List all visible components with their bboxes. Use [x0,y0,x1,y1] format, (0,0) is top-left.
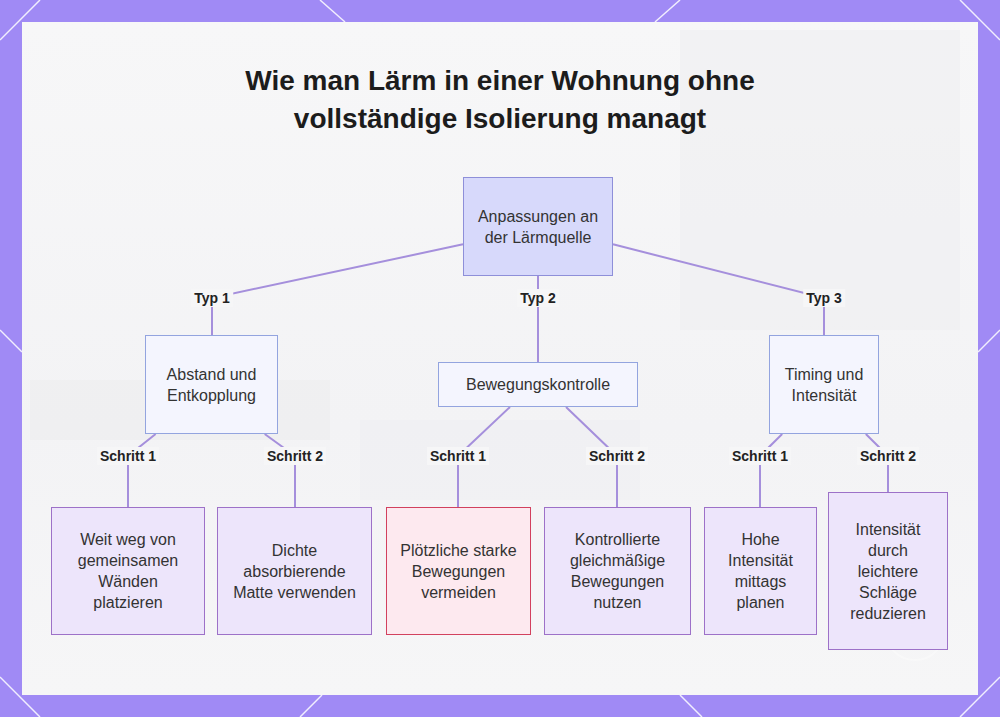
node-text: Kontrollierte gleichmäßige Bewegungen nu… [555,529,680,613]
step-box: Hohe Intensität mittags planen [704,507,817,635]
connector-line [212,244,463,335]
step-box: Kontrollierte gleichmäßige Bewegungen nu… [544,507,691,635]
step-box: Weit weg von gemeinsamen Wänden platzier… [51,507,205,635]
node-text: Bewegungskontrolle [466,374,610,395]
edge-label: Schritt 1 [729,447,791,465]
category-box: Timing und Intensität [769,335,879,434]
edge-label: Schritt 1 [427,447,489,465]
node-text: Anpassungen an der Lärmquelle [474,206,602,248]
node-text: Weit weg von gemeinsamen Wänden platzier… [62,529,194,613]
connector-line [760,434,782,507]
edge-label: Schritt 2 [586,447,648,465]
root-box: Anpassungen an der Lärmquelle [463,177,613,276]
edge-label: Schritt 2 [857,447,919,465]
step-box: Dichte absorbierende Matte verwenden [217,507,372,635]
node-text: Timing und Intensität [780,364,868,406]
category-box: Bewegungskontrolle [438,362,638,407]
edge-label: Schritt 1 [97,447,159,465]
diagram-title: Wie man Lärm in einer Wohnung ohne volls… [190,62,810,138]
node-text: Abstand und Entkopplung [156,364,267,406]
node-text: Hohe Intensität mittags planen [715,529,806,613]
edge-label: Typ 3 [803,289,845,307]
connector-line [613,244,824,335]
node-text: Intensität durch leichtere Schläge reduz… [839,519,937,624]
step-box: Intensität durch leichtere Schläge reduz… [828,492,948,650]
category-box: Abstand und Entkopplung [145,335,278,434]
connector-line [265,434,295,507]
connector-line [128,434,156,507]
step-box-highlight: Plötzliche starke Bewegungen vermeiden [386,507,531,635]
edge-label: Typ 1 [191,289,233,307]
edge-label: Typ 2 [517,289,559,307]
edge-label: Schritt 2 [264,447,326,465]
node-text: Dichte absorbierende Matte verwenden [228,540,361,603]
node-text: Plötzliche starke Bewegungen vermeiden [397,540,520,603]
